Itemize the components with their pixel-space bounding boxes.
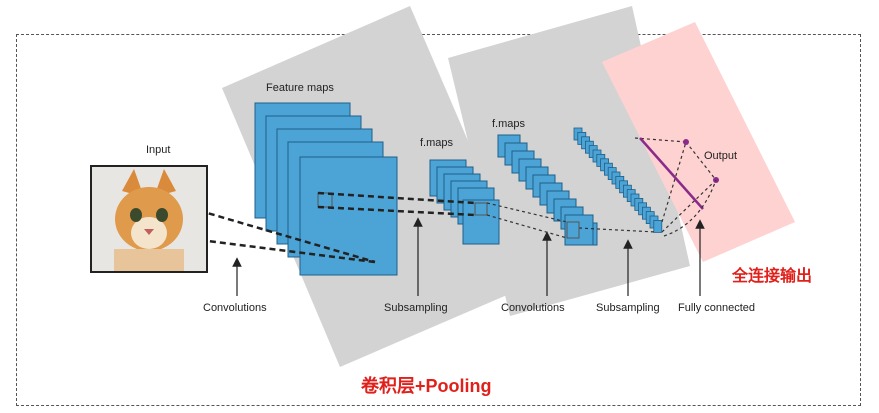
convolutions-label-1: Convolutions <box>203 302 267 314</box>
input-label: Input <box>146 144 171 156</box>
fmaps-stack-1 <box>429 159 500 245</box>
thin-map-layer <box>653 219 663 233</box>
fully-connected-label: Fully connected <box>678 302 756 314</box>
fc-curve <box>663 179 717 237</box>
dashed-frame <box>16 34 861 406</box>
feature-maps-label: Feature maps <box>266 82 334 94</box>
connection-lines <box>179 191 476 264</box>
subsampling-label-1: Subsampling <box>384 302 448 314</box>
fmaps-label-1: f.maps <box>420 137 454 149</box>
input-cat-image <box>90 165 208 273</box>
subsampling-label-2: Subsampling <box>596 302 660 314</box>
feature-maps-stack <box>254 102 398 276</box>
conv-pooling-annotation: 卷积层+Pooling <box>361 376 492 396</box>
connection-lines-thin <box>486 137 717 239</box>
output-node-1 <box>683 139 689 145</box>
output-label: Output <box>704 150 738 162</box>
fc-output-annotation: 全连接输出 <box>732 268 813 285</box>
fmaps-label-2: f.maps <box>492 118 526 130</box>
thin-maps-stack <box>573 127 663 233</box>
label-arrows <box>232 217 705 296</box>
fc-line <box>639 137 704 210</box>
fc-output-panel <box>602 22 795 262</box>
convolutions-label-2: Convolutions <box>501 302 565 314</box>
